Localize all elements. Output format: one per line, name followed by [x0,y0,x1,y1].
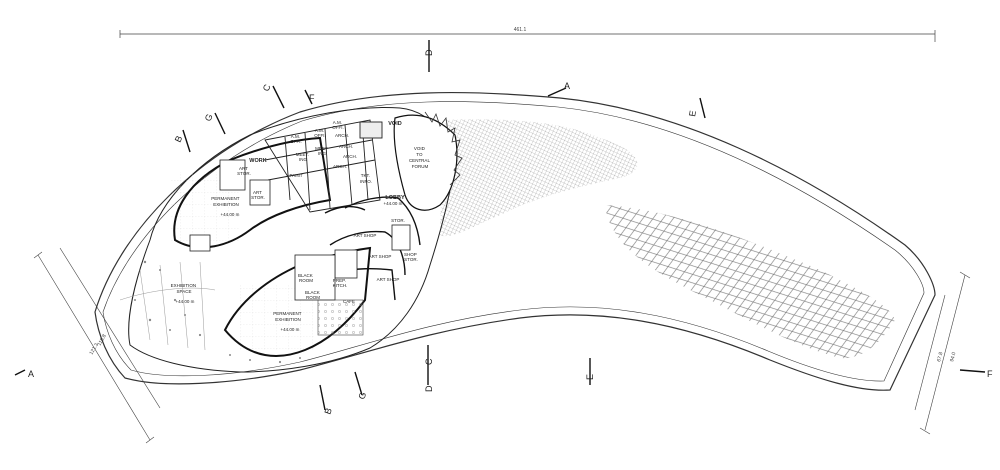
section-marker-e-top: E [687,110,698,118]
right-dimension-inner-label: 67.8 [936,351,944,362]
section-marker-f-top: F [309,93,315,103]
room-arch-1: ARCH. [335,133,349,138]
room-black-room-2: BLACK ROOM [305,290,321,300]
room-void-forum: VOID TO CENTRAL FORUM [409,146,431,169]
top-dimension-label: 461.1 [514,27,527,33]
section-marker-a-top: A [564,81,570,91]
building-outline [94,91,936,391]
room-cafe: CAFE [343,299,355,304]
jagged-edge [424,111,463,186]
lower-exhibition-wall [223,246,372,357]
room-art-stor-1: ART STOR. [237,166,251,176]
section-marker-g-bottom: G [356,391,368,401]
section-marker-c-bottom: C [424,358,434,365]
office-block [264,119,383,213]
room-stor: STOR. [391,218,405,223]
right-dimension-outer-label: 94.0 [949,351,957,362]
landscape-marks [134,260,301,364]
room-art-shop-2: ART SHOP [369,254,392,259]
section-marker-f-right: F [987,369,993,379]
room-am-office-2: A.M. OFFI. [314,128,326,138]
section-marker-d-bottom: D [424,385,434,392]
room-void: VOID [388,121,401,127]
room-labels: VOID VOID TO CENTRAL FORUM A.M. OFFI. A.… [171,120,431,332]
upper-exhibition-wall [173,136,332,249]
room-art-stor-2: ART STOR. [251,190,265,200]
room-lobby-level: +44.00 m [384,201,403,206]
floor-outline [128,107,453,373]
room-arch-4: ARCH. [333,164,347,169]
room-perm-exhibit-upper-level: +44.00 m [221,212,240,217]
room-exhibition-space-level: +44.00 m [176,299,195,304]
room-lobby: LOBBY [385,195,405,201]
room-am-office-3: A.M. OFFI. [332,120,344,130]
cafe-seating [317,299,364,336]
service-cores [189,159,411,301]
room-prep-kitch: PREP. KITCH. [333,278,348,288]
room-paint: PAINT [290,173,303,178]
room-meeting: MEET. ING [296,152,311,162]
left-dimension-outer-label: 121.3 [89,342,101,356]
room-perm-exhibit-lower-level: +44.00 m [281,327,300,332]
room-meeting-2: MEET ING [315,146,329,156]
section-marker-a-left: A [28,369,34,379]
exhibition-space-lines [119,261,216,351]
section-marker-b-bottom: B [322,407,333,416]
room-am-office-1: A.M. OFFI. [290,134,302,144]
room-exhibition-space: EXHIBITION SPACE [171,283,198,294]
room-black-room-1: BLACK ROOM [298,273,314,283]
section-marker-d-top: D [424,49,434,56]
section-markers [14,40,986,411]
room-shop-stor: SHOP STOR. [404,252,418,262]
room-tkt-info: TKT. INFO. [360,173,372,184]
roof-fine-pattern [440,119,638,237]
room-art-shop-3: ART SHOP [377,277,400,282]
top-dimension-line [119,30,936,42]
room-arch-2: ARCH. [339,144,353,149]
room-art-shop-1: ART SHOP [354,233,377,238]
section-marker-e-bottom: E [585,374,595,380]
room-perm-exhibit-lower: PERMANENT EXHIBITION [273,311,302,322]
room-work: WORK [249,158,266,164]
section-marker-b-top: B [173,134,185,144]
section-marker-c-top: C [261,82,273,93]
roof-diamond-pattern [605,205,895,359]
room-perm-exhibit-upper: PERMANENT EXHIBITION [211,196,240,207]
section-marker-g-top: G [203,112,215,123]
right-dimension-lines [914,271,971,435]
room-arch-3: ARCH. [343,154,357,159]
